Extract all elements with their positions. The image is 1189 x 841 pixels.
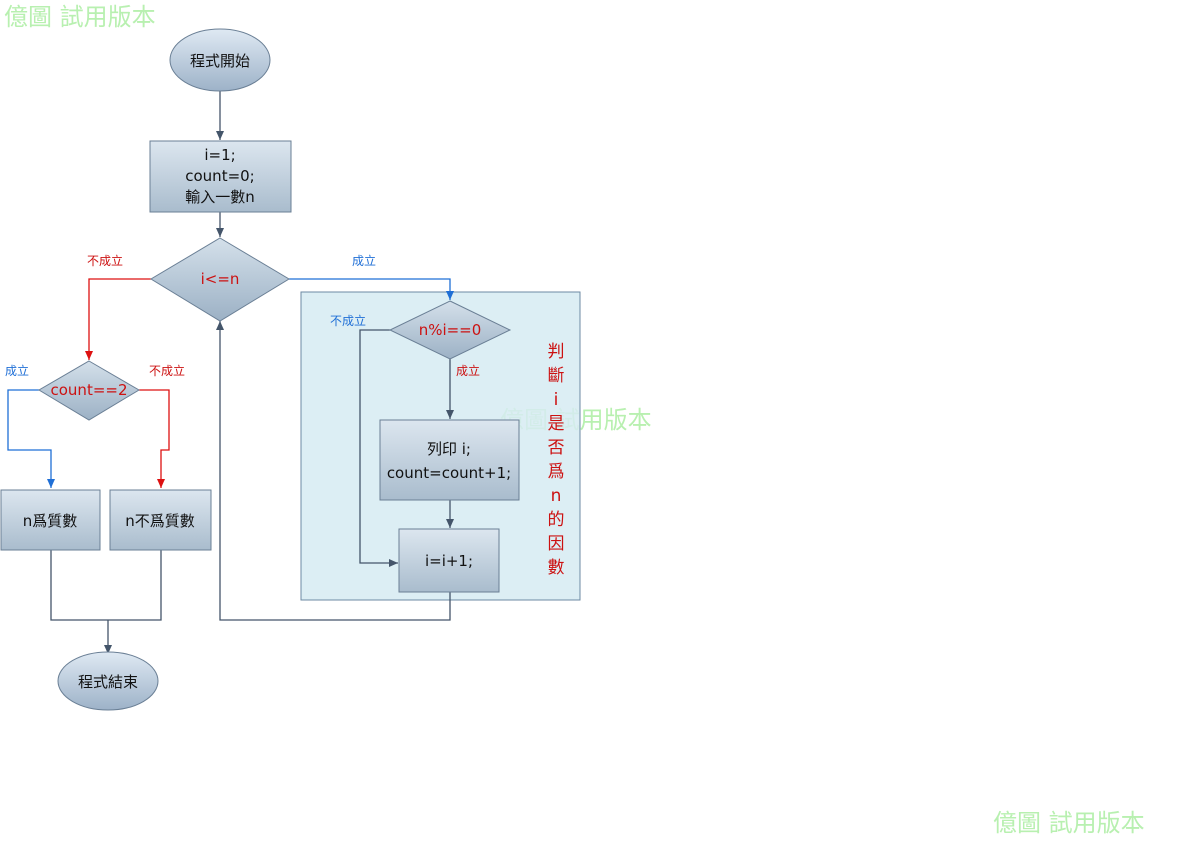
loop-condition-node: i<=n [150,237,290,322]
init-node: i=1; count=0; 輸入一數n [149,140,292,213]
start-node-label: 程式開始 [190,52,250,70]
connector-loop-true [289,278,454,300]
end-node: 程式結束 [57,651,159,711]
label-count-false: 不成立 [149,363,185,378]
svg-text:i<=n: i<=n [201,270,240,288]
count-condition-node: count==2 [38,360,140,421]
svg-text:i=1;: i=1; [204,146,235,164]
end-node-label: 程式結束 [78,673,138,691]
svg-text:n: n [551,486,562,506]
connector-mod-false [359,329,398,567]
watermark-bottom-right: 億圖 試用版本 [993,809,1145,837]
svg-text:輸入一數n: 輸入一數n [185,188,255,206]
svg-text:n不爲質數: n不爲質數 [125,512,195,530]
print-node: 列印 i; count=count+1; [379,419,520,501]
svg-text:count=count+1;: count=count+1; [387,464,511,482]
svg-text:是: 是 [548,414,565,434]
svg-text:斷: 斷 [548,366,565,386]
not-prime-result-node: n不爲質數 [109,489,212,551]
connector-count-true [7,389,55,488]
svg-text:i: i [554,390,559,410]
svg-text:否: 否 [548,438,565,458]
start-node: 程式開始 [169,28,271,92]
label-loop-false: 不成立 [87,253,123,268]
svg-text:數: 數 [548,558,565,578]
svg-text:的: 的 [548,510,565,530]
watermark-top-left: 億圖 試用版本 [4,3,156,31]
label-loop-true: 成立 [352,253,376,268]
svg-text:i=i+1;: i=i+1; [425,552,473,570]
label-count-true: 成立 [5,363,29,378]
label-mod-true: 成立 [456,363,480,378]
svg-text:爲: 爲 [548,462,565,482]
prime-result-node: n爲質數 [0,489,101,551]
svg-text:n%i==0: n%i==0 [419,321,482,339]
label-mod-false: 不成立 [330,313,366,328]
svg-text:列印 i;: 列印 i; [427,440,471,458]
svg-text:count=0;: count=0; [185,167,255,185]
svg-text:count==2: count==2 [51,381,128,399]
mod-condition-node: n%i==0 [388,300,512,360]
connector-loop-false [85,278,151,360]
svg-text:因: 因 [548,534,565,554]
connector-count-false [139,389,170,488]
connector-outputs-join [50,550,162,621]
svg-text:n爲質數: n爲質數 [23,512,78,530]
factor-check-caption: 判 斷 i 是 否 爲 n 的 因 數 [548,342,565,578]
connector-loop-back [216,321,451,621]
increment-node: i=i+1; [398,528,500,593]
svg-text:判: 判 [548,342,565,362]
